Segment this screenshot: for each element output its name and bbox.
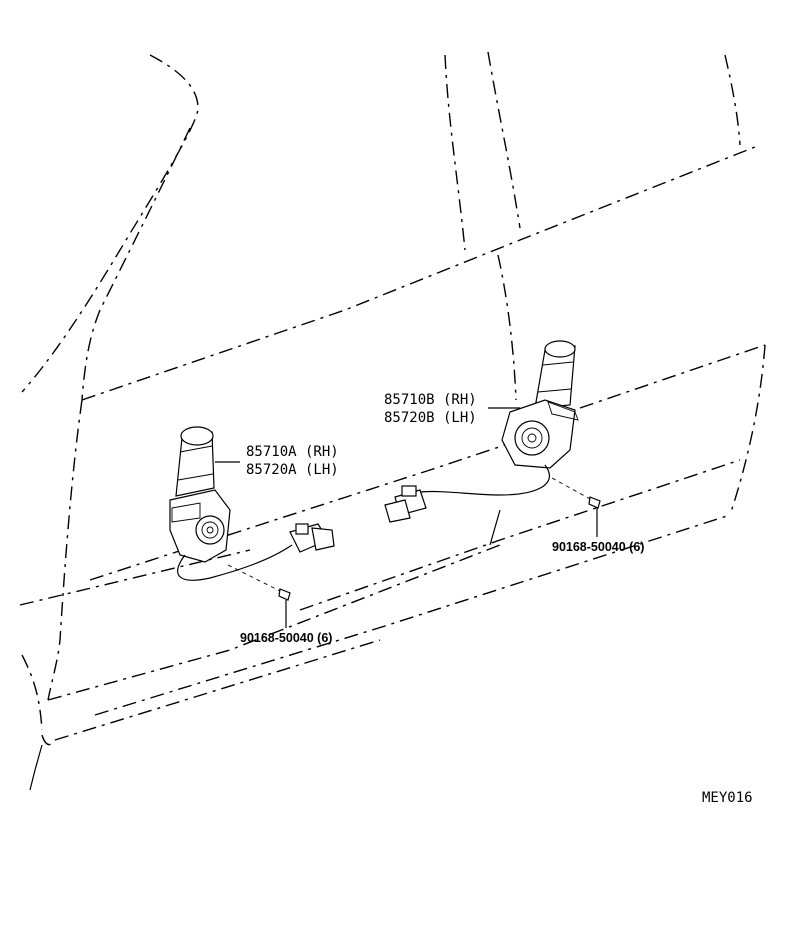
label-85720a-lh: 85720A (LH)	[246, 462, 339, 478]
bolt-left	[227, 564, 291, 628]
window-motor-a	[169, 426, 335, 581]
figure-code: MEY016	[702, 790, 753, 806]
label-bolt-left: 90168-50040 (6)	[240, 631, 332, 645]
label-bolt-right: 90168-50040 (6)	[552, 540, 644, 554]
connector-a	[289, 523, 335, 553]
vehicle-body-outline	[19, 51, 766, 791]
connector-b	[384, 485, 427, 523]
label-85710a-rh: 85710A (RH)	[246, 444, 339, 460]
window-motor-b	[384, 340, 579, 523]
bolt-right	[551, 477, 601, 537]
label-85710b-rh: 85710B (RH)	[384, 392, 477, 408]
label-85720b-lh: 85720B (LH)	[384, 410, 477, 426]
